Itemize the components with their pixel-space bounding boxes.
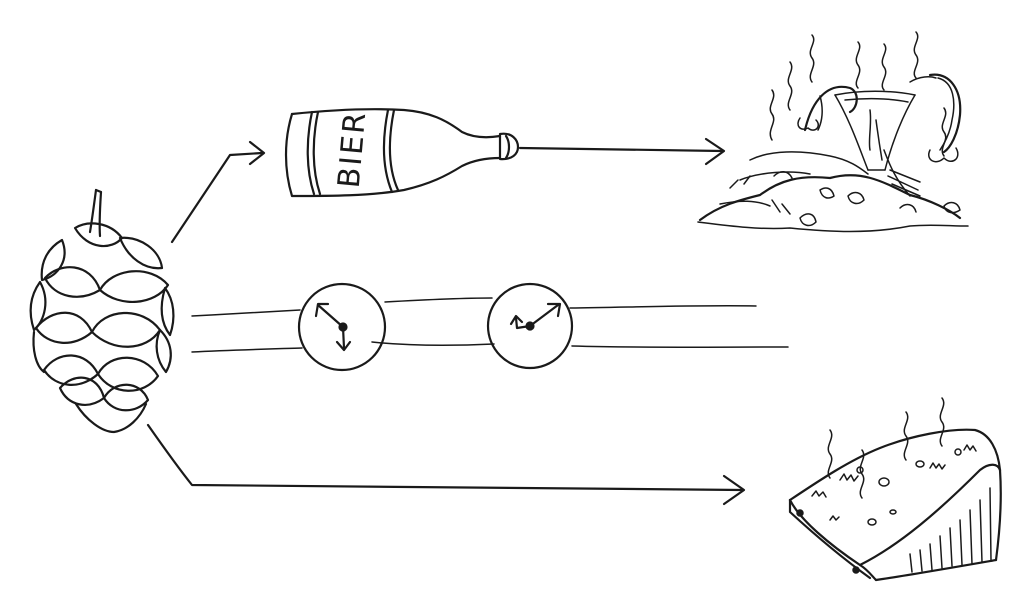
spilled-beer-mess-icon [697, 31, 969, 233]
arrow-bottle-to-mess [518, 137, 726, 166]
arrow-to-bottle [170, 140, 266, 244]
clock-later-icon [486, 282, 574, 370]
arrow-to-cheese [146, 423, 746, 506]
moldy-cheese-icon [788, 397, 1002, 582]
hop-cone-icon [29, 188, 175, 434]
beer-bottle-icon: BIER [284, 108, 520, 198]
bottle-label: BIER [332, 109, 374, 189]
clock-early-icon [297, 282, 387, 372]
timeline-lines [191, 297, 789, 353]
